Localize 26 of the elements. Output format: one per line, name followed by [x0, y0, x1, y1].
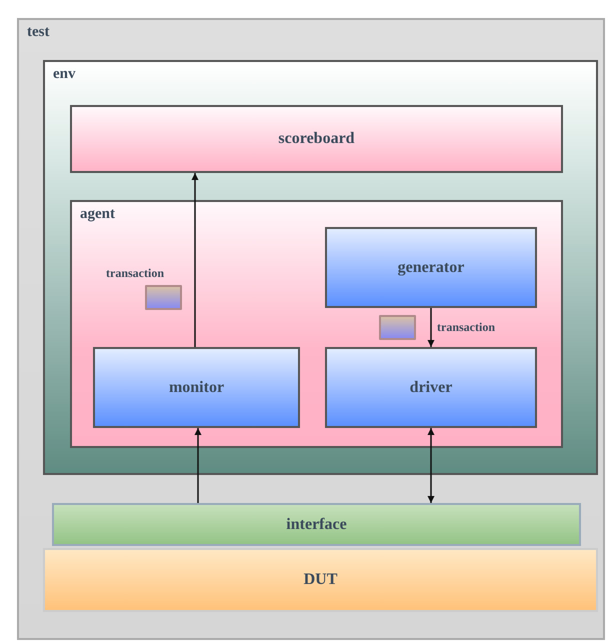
arrow: [428, 308, 434, 347]
container-title: env: [53, 66, 76, 83]
box-label: scoreboard: [277, 130, 356, 148]
container-title: test: [27, 24, 50, 41]
double-arrow: [428, 428, 434, 503]
box-label: driver: [408, 378, 454, 396]
transaction-packet: [379, 315, 416, 340]
test-container: [17, 18, 605, 640]
arrow: [194, 428, 202, 503]
box-label: DUT: [302, 571, 338, 589]
transaction-packet: [145, 285, 182, 310]
box-label: monitor: [168, 378, 226, 396]
scoreboard-box: [70, 105, 563, 173]
agent-container: [70, 200, 563, 448]
container-title: agent: [80, 206, 115, 223]
monitor-box: [93, 347, 300, 428]
box-label: generator: [396, 258, 466, 276]
driver-box: [325, 347, 537, 428]
dut-box: [43, 548, 598, 612]
box-label: interface: [285, 516, 348, 534]
packet-caption: transaction: [106, 266, 164, 281]
interface-bar: [52, 503, 581, 546]
packet-caption: transaction: [437, 320, 495, 335]
generator-box: [325, 227, 537, 308]
arrow: [192, 173, 198, 347]
env-container: [43, 60, 598, 475]
